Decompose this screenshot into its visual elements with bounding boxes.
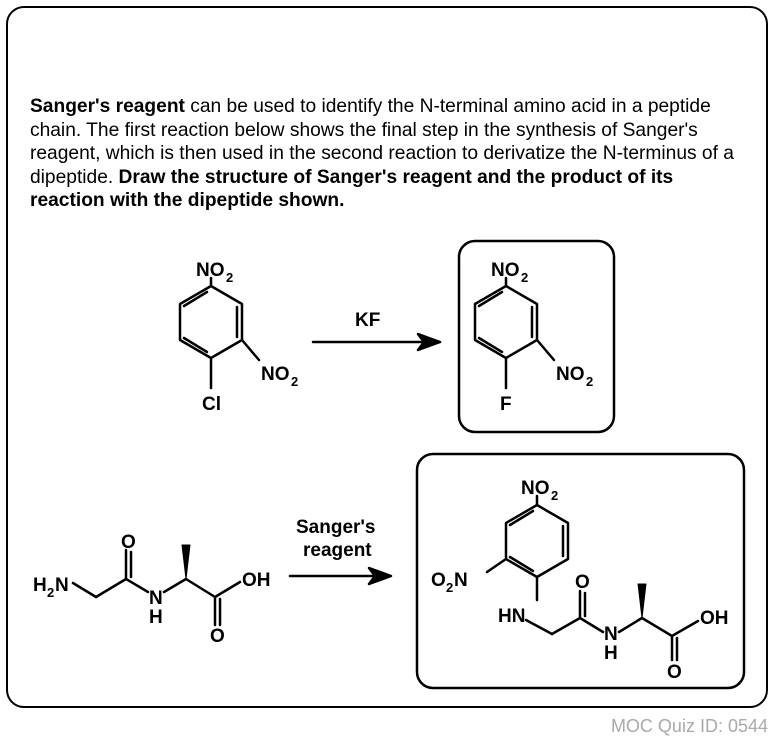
p2-carbonyl-o2: O <box>667 662 682 683</box>
sangers-reagent-structure <box>473 276 556 390</box>
question-instruction: Draw the structure of Sanger's reagent a… <box>30 166 674 212</box>
p2-amide-n: N <box>604 624 618 645</box>
product1-box <box>457 239 616 434</box>
quiz-id-label: MOC Quiz ID: 0544 <box>610 716 768 736</box>
sm-no2-ortho-label: NO <box>261 364 290 385</box>
dp-carbonyl-o1: O <box>121 532 136 553</box>
dp-amide-h: H <box>149 607 163 628</box>
p1-f-label: F <box>500 394 512 415</box>
reagent-kf-label: KF <box>355 310 380 331</box>
dnp-dipeptide-structure <box>485 494 700 662</box>
question-body: can be used to identify the N-terminal a… <box>30 96 734 188</box>
question-frame <box>6 6 768 708</box>
p2-no2-label: NO <box>521 478 550 499</box>
p2-amide-h: H <box>604 643 618 664</box>
chlorodinitrobenzene-structure <box>178 276 261 390</box>
p2-carbonyl-o1: O <box>575 572 590 593</box>
dp-h2-subscript: 2 <box>47 585 54 600</box>
product2-box <box>415 452 746 690</box>
sm-no2-ortho-subscript: 2 <box>291 374 298 389</box>
p2-o2n-subscript: 2 <box>446 580 453 595</box>
p1-no2-label: NO <box>491 260 520 281</box>
reaction1-arrow <box>311 332 442 352</box>
p2-o2n-o: O <box>431 570 446 591</box>
sm-cl-label: Cl <box>202 394 221 415</box>
dp-amide-n: N <box>149 588 163 609</box>
p2-oh-label: OH <box>700 608 729 629</box>
reagent-sanger-line2: reagent <box>303 540 372 561</box>
question-term: Sanger's reagent <box>30 96 185 117</box>
dipeptide-structure <box>71 544 242 627</box>
dp-oh-label: OH <box>242 570 271 591</box>
p2-no2-subscript: 2 <box>551 488 558 503</box>
p2-hn-label: HN <box>498 606 525 627</box>
reagent-sanger-line1: Sanger's <box>296 517 376 538</box>
p1-no2-ortho-label: NO <box>556 364 585 385</box>
sm-no2-label: NO <box>196 260 225 281</box>
dp-h-label: H <box>33 575 47 596</box>
sm-no2-subscript: 2 <box>226 270 233 285</box>
p2-o2n-n: N <box>454 570 468 591</box>
reaction2-arrow <box>288 566 393 586</box>
dp-carbonyl-o2: O <box>210 626 225 647</box>
question-text: Sanger's reagent can be used to identify… <box>30 95 752 213</box>
dp-n-label: N <box>55 575 69 596</box>
atom-labels: NO 2 NO 2 Cl KF NO 2 NO 2 F Sanger's rea… <box>33 260 729 683</box>
p1-no2-subscript: 2 <box>521 270 528 285</box>
p1-no2-ortho-subscript: 2 <box>586 374 593 389</box>
